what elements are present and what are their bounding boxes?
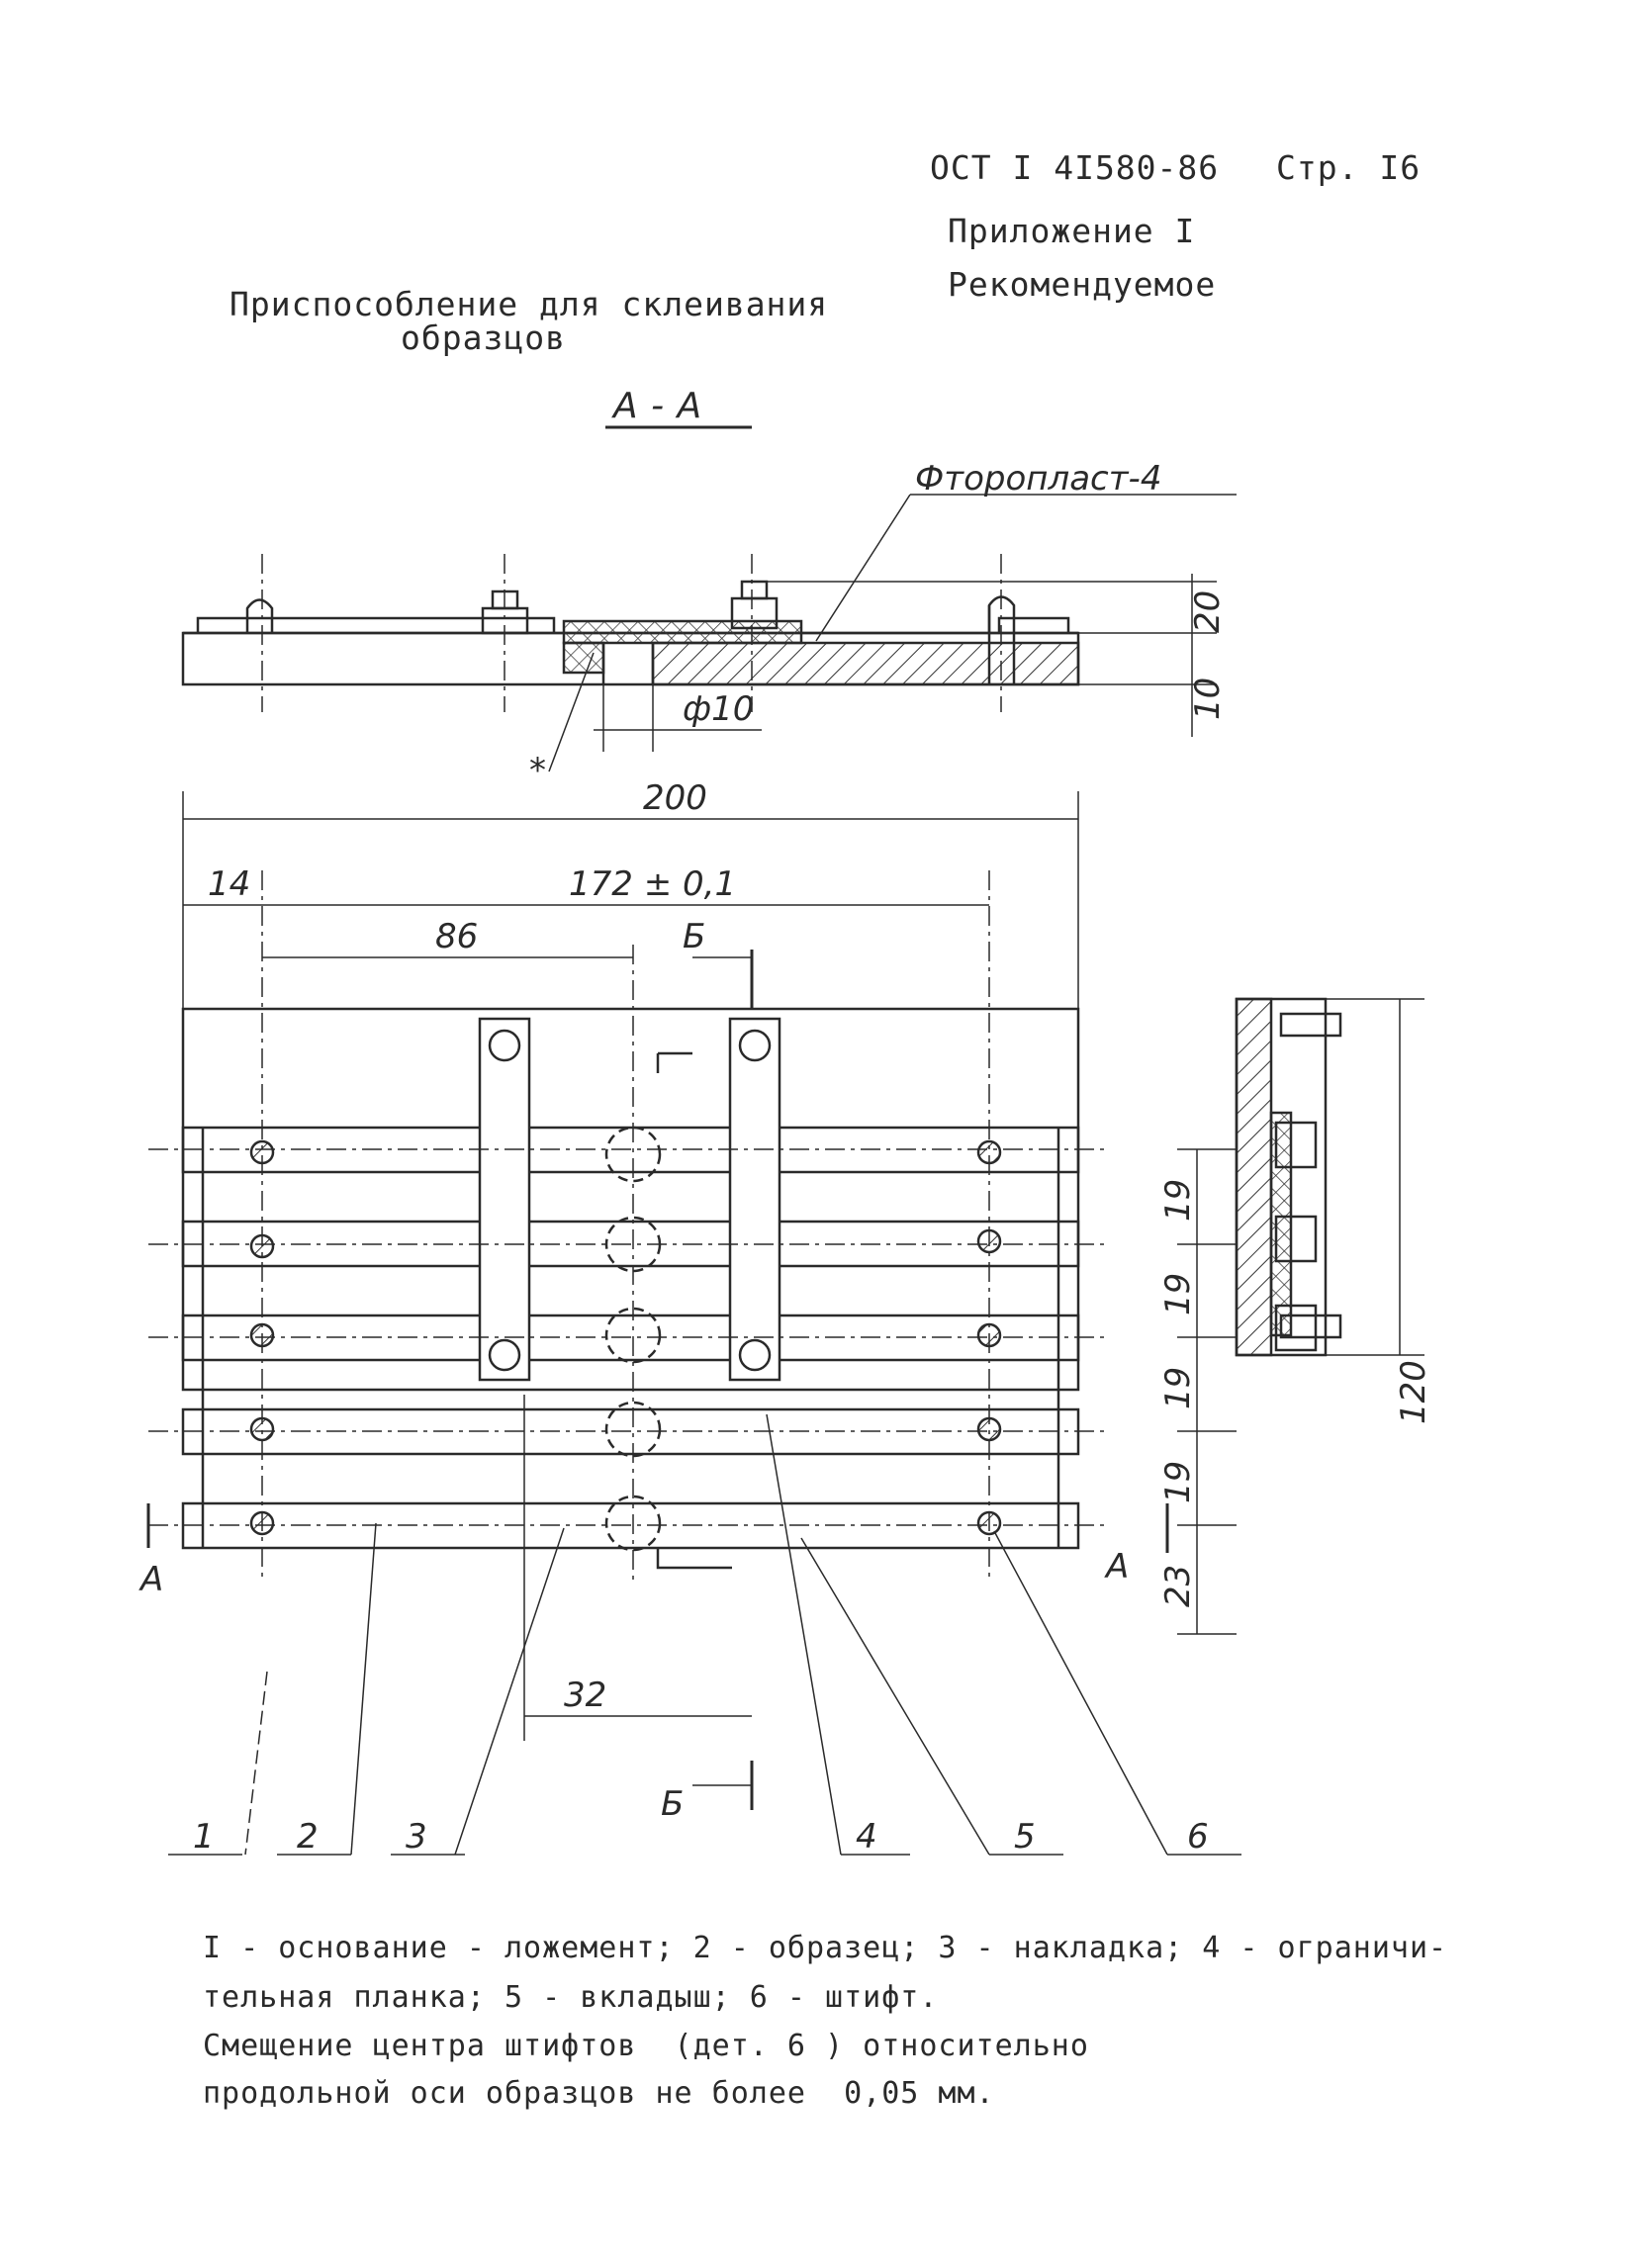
page-number: Стр. I6 (1276, 148, 1422, 187)
dim-row-spacing-2: 19 (1158, 1273, 1198, 1315)
dim-pin-span: 172 ± 0,1 (569, 864, 736, 904)
standard-number: ОСТ I 4I580-86 (930, 148, 1220, 187)
legend-line-1: I - основание - ложемент; 2 - образец; 3… (203, 1931, 1448, 1965)
section-a-a-view (181, 494, 1237, 772)
dim-side-height: 120 (1394, 1360, 1433, 1424)
part-number-1: 1 (193, 1817, 215, 1857)
part-number-3: 3 (406, 1817, 427, 1857)
appendix-label: Приложение I (948, 212, 1196, 250)
recommendation-label: Рекомендуемое (948, 265, 1217, 304)
dim-thickness-label: 10 (1188, 678, 1228, 720)
plan-view (146, 791, 1241, 1856)
drawing-title-line2: образцов (401, 318, 566, 357)
part-number-5: 5 (1014, 1817, 1036, 1857)
part-number-6: 6 (1187, 1817, 1209, 1857)
weld-mark: * (529, 751, 546, 790)
part-number-4: 4 (856, 1817, 877, 1857)
dim-row-spacing-1: 19 (1158, 1179, 1198, 1222)
section-mark-b-bottom: Б (661, 1784, 684, 1824)
section-label: А - А (613, 386, 703, 426)
note-line-1: Смещение центра штифтов (дет. 6 ) относи… (203, 2029, 1089, 2063)
dim-bottom-offset: 23 (1158, 1565, 1198, 1607)
drawing-title-line1: Приспособление для склеивания (229, 285, 829, 323)
side-section-view (1165, 997, 1424, 1635)
dim-row-spacing-3: 19 (1158, 1367, 1198, 1409)
material-label: Фторопласт-4 (915, 459, 1161, 499)
section-mark-a-right: А (1104, 1547, 1129, 1587)
dim-half-span: 86 (435, 917, 478, 956)
legend-line-2: тельная планка; 5 - вкладыш; 6 - штифт. (203, 1980, 939, 2015)
section-mark-b-top: Б (683, 917, 705, 956)
dim-pitch: 32 (564, 1676, 606, 1715)
tolerance-note: Смещение центра штифтов (дет. 6 ) относи… (203, 2023, 1089, 2118)
dim-hole-diameter: ф10 (683, 689, 754, 729)
parts-legend: I - основание - ложемент; 2 - образец; 3… (203, 1924, 1447, 2023)
part-number-2: 2 (297, 1817, 319, 1857)
section-mark-a-left: А (138, 1560, 163, 1599)
note-line-2: продольной оси образцов не более 0,05 мм… (203, 2076, 995, 2111)
dim-edge: 14 (208, 864, 250, 904)
dim-row-spacing-4: 19 (1158, 1461, 1198, 1503)
dim-height-label: 20 (1188, 590, 1228, 633)
dim-overall-width: 200 (643, 778, 707, 818)
